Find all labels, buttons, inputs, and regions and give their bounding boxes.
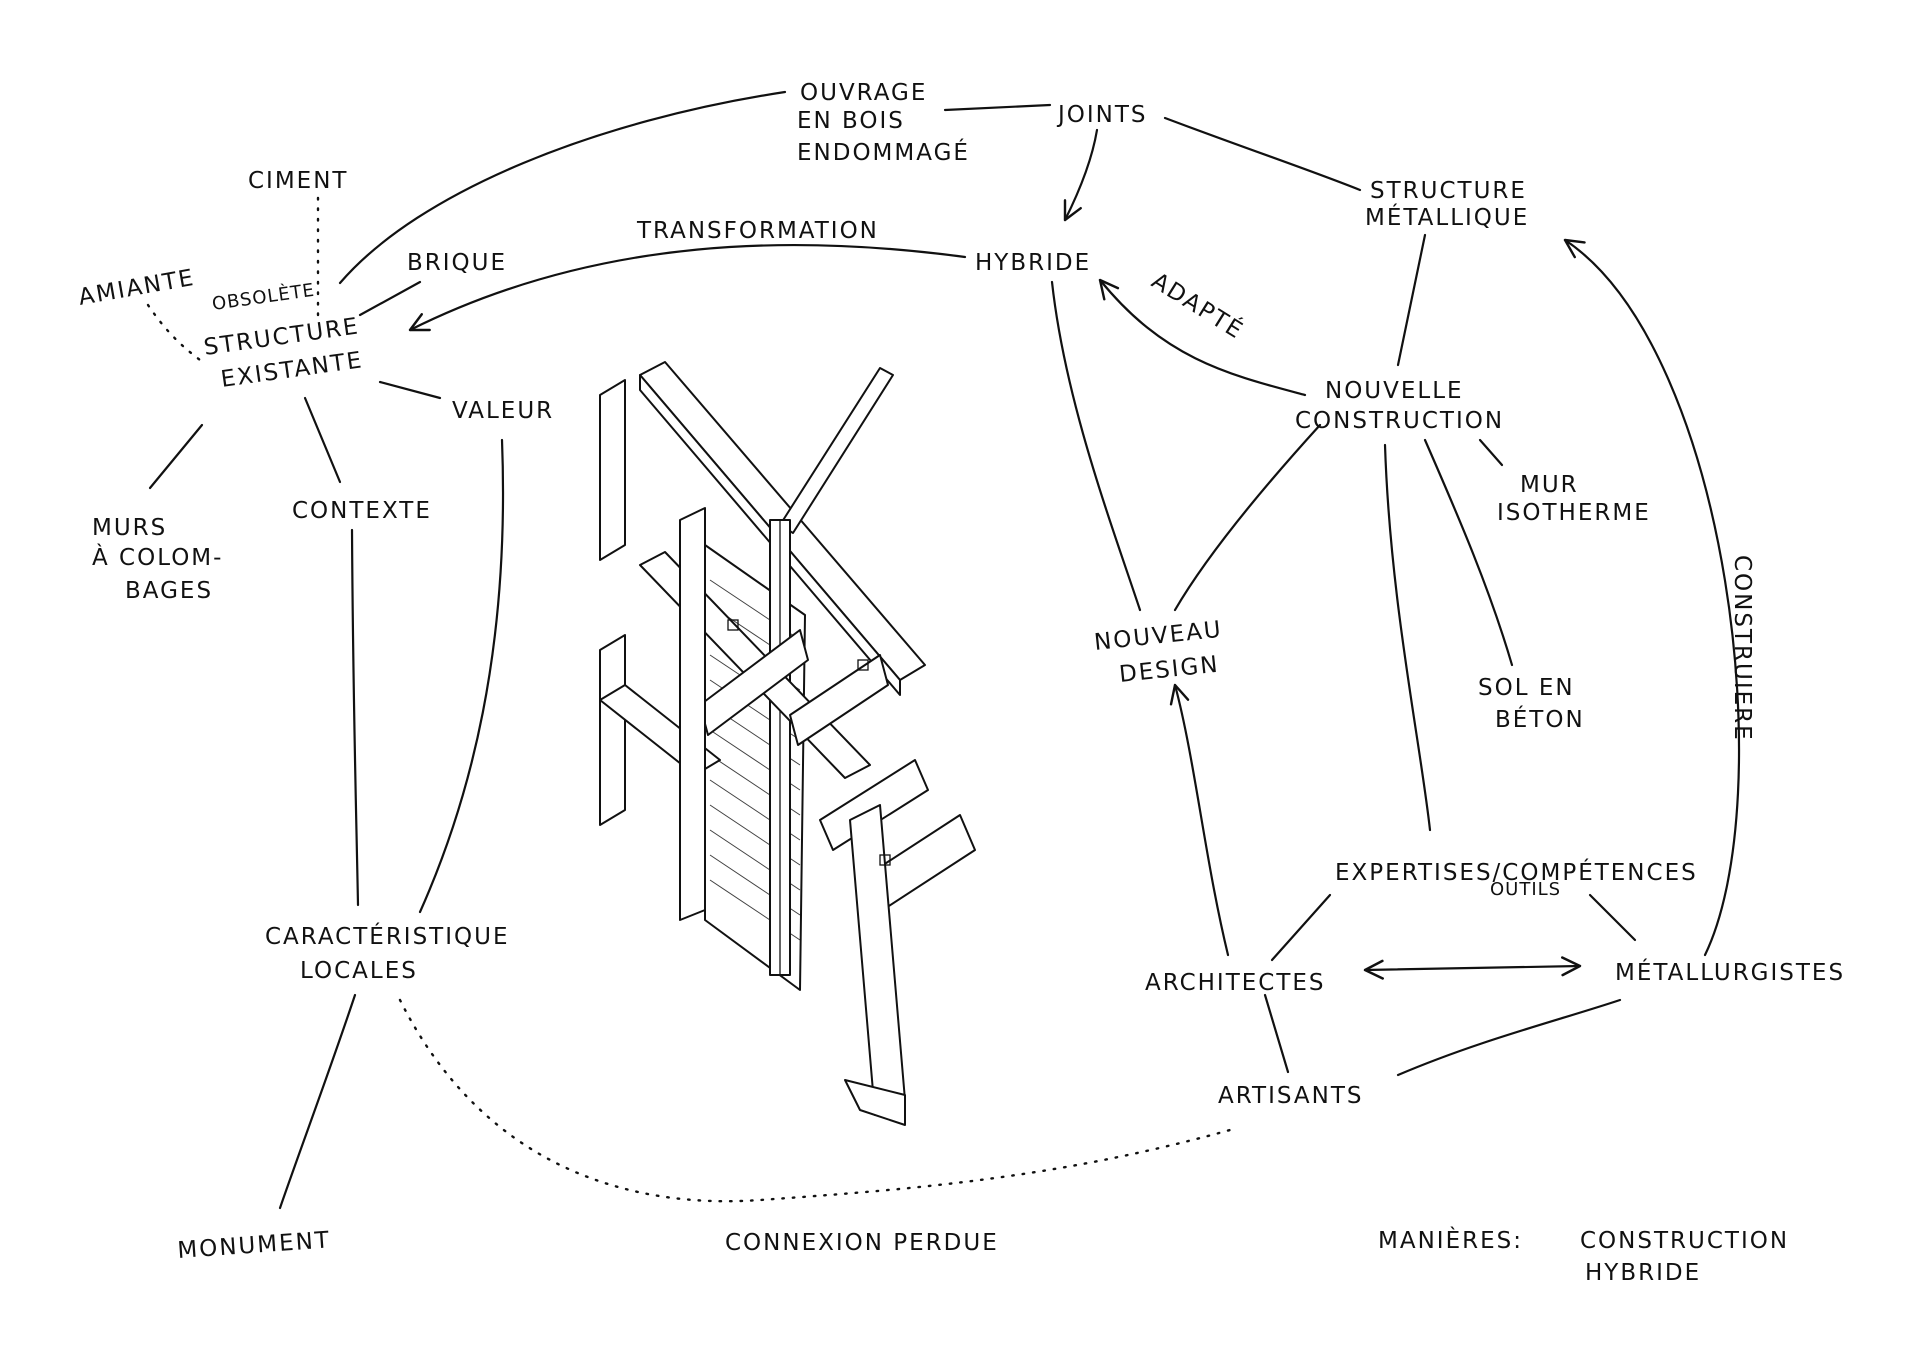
link-architectes-expertises (1270, 893, 1332, 962)
legend-manieres: MANIÈRES: CONSTRUCTION HYBRIDE (1378, 1226, 1789, 1286)
link-expertises-metallurgistes (1588, 893, 1637, 942)
node-brique: BRIQUE (407, 250, 507, 276)
label-construire: CONSTRUIERE (1729, 555, 1755, 742)
structure-metallique-line-2: MÉTALLIQUE (1365, 203, 1529, 231)
hybrid-structure-sketch (599, 361, 976, 1126)
ouvrage-line-1: OUVRAGE (800, 80, 927, 106)
node-joints: JOINTS (1056, 102, 1148, 128)
arrow-joints-hybride (1063, 128, 1099, 222)
node-valeur: VALEUR (452, 398, 554, 424)
sol-beton-line-2: BÉTON (1495, 705, 1585, 733)
structure-metallique-line-1: STRUCTURE (1370, 178, 1527, 204)
mur-isotherme-line-2: ISOTHERME (1497, 500, 1651, 526)
link-structure-existante-contexte (303, 396, 342, 484)
murs-line-1: MURS (92, 515, 167, 541)
node-architectes: ARCHITECTES (1145, 970, 1326, 996)
node-expertises-competences: EXPERTISES/COMPÉTENCES OUTILS (1335, 858, 1698, 900)
link-hybride-nouveau-design (1050, 280, 1142, 612)
sol-beton-line-1: SOL EN (1478, 675, 1575, 701)
link-nouvelle-construction-mur-isotherme (1478, 438, 1504, 467)
link-ouvrage-joints (943, 103, 1052, 112)
arrow-metallurgistes-structure-metallique (1563, 238, 1741, 957)
node-adapte: ADAPTÉ (1147, 266, 1249, 344)
arrow-architectes-nouveau-design (1169, 683, 1230, 957)
nouvelle-construction-line-2: CONSTRUCTION (1295, 408, 1504, 434)
node-transformation: TRANSFORMATION (636, 218, 879, 244)
ouvrage-line-2: EN BOIS (797, 108, 905, 134)
node-connexion-perdue: CONNEXION PERDUE (725, 1230, 999, 1256)
expertises-line-1: EXPERTISES/COMPÉTENCES (1335, 858, 1698, 886)
caracteristique-line-2: LOCALES (300, 958, 418, 984)
node-ouvrage-en-bois-endommage: OUVRAGE EN BOIS ENDOMMAGÉ (797, 80, 970, 166)
node-obsolete: OBSOLÈTE (211, 279, 317, 315)
link-structure-metallique-nouvelle-construction (1396, 233, 1427, 367)
murs-line-3: BAGES (125, 578, 213, 604)
murs-line-2: À COLOM- (92, 543, 223, 571)
node-nouveau-design: NOUVEAU DESIGN (1093, 617, 1224, 688)
construction-hybride-line-1: CONSTRUCTION (1580, 1228, 1789, 1254)
link-structure-existante-brique (358, 280, 422, 317)
node-structure-metallique: STRUCTURE MÉTALLIQUE (1365, 178, 1529, 231)
arrow-architectes-metallurgistes (1363, 956, 1582, 980)
arrow-nouvelle-construction-hybride (1098, 278, 1307, 397)
nouveau-design-line-1: NOUVEAU (1093, 617, 1224, 656)
dotted-connexion-perdue (398, 998, 1232, 1203)
node-mur-isotherme: MUR ISOTHERME (1497, 472, 1651, 526)
node-nouvelle-construction: NOUVELLE CONSTRUCTION (1295, 378, 1504, 434)
node-murs-a-colombages: MURS À COLOM- BAGES (92, 515, 223, 604)
link-contexte-caracteristique (350, 528, 360, 907)
link-architectes-artisans (1263, 993, 1290, 1074)
link-structure-existante-ouvrage (338, 90, 787, 285)
nouvelle-construction-line-1: NOUVELLE (1325, 378, 1464, 404)
ouvrage-line-3: ENDOMMAGÉ (797, 138, 970, 166)
node-monument: MONUMENT (177, 1227, 332, 1264)
link-structure-existante-valeur (378, 380, 442, 400)
node-ciment: CIMENT (248, 168, 348, 194)
link-nouvelle-construction-expertises (1383, 443, 1432, 832)
nouveau-design-line-2: DESIGN (1118, 652, 1221, 688)
node-contexte: CONTEXTE (292, 498, 432, 524)
link-metallurgistes-artisans (1396, 998, 1622, 1077)
link-joints-structure-metallique (1163, 116, 1362, 192)
node-structure-existante: STRUCTURE EXISTANTE (202, 313, 365, 393)
connector-lines (146, 90, 1741, 1210)
mur-isotherme-line-1: MUR (1520, 472, 1579, 498)
arrow-hybride-structure-existante (408, 243, 967, 332)
link-caracteristique-monument (278, 993, 357, 1210)
construction-hybride-line-2: HYBRIDE (1585, 1260, 1701, 1286)
expertises-line-2: OUTILS (1490, 879, 1561, 900)
node-caracteristique-locales: CARACTÉRISTIQUE LOCALES (265, 922, 509, 984)
dotted-amiante-structure (146, 303, 202, 362)
node-sol-en-beton: SOL EN BÉTON (1478, 675, 1585, 733)
link-structure-existante-murs (148, 423, 204, 490)
node-metallurgistes: MÉTALLURGISTES (1615, 958, 1845, 986)
link-valeur-caracteristique (418, 438, 505, 914)
node-hybride: HYBRIDE (975, 250, 1091, 276)
link-nouvelle-construction-nouveau-design (1173, 423, 1322, 612)
link-nouvelle-construction-sol-beton (1423, 438, 1514, 667)
manieres-label: MANIÈRES: (1378, 1226, 1523, 1254)
node-artisans: ARTISANTS (1218, 1083, 1364, 1109)
caracteristique-line-1: CARACTÉRISTIQUE (265, 922, 509, 950)
node-amiante: AMIANTE (77, 265, 198, 311)
